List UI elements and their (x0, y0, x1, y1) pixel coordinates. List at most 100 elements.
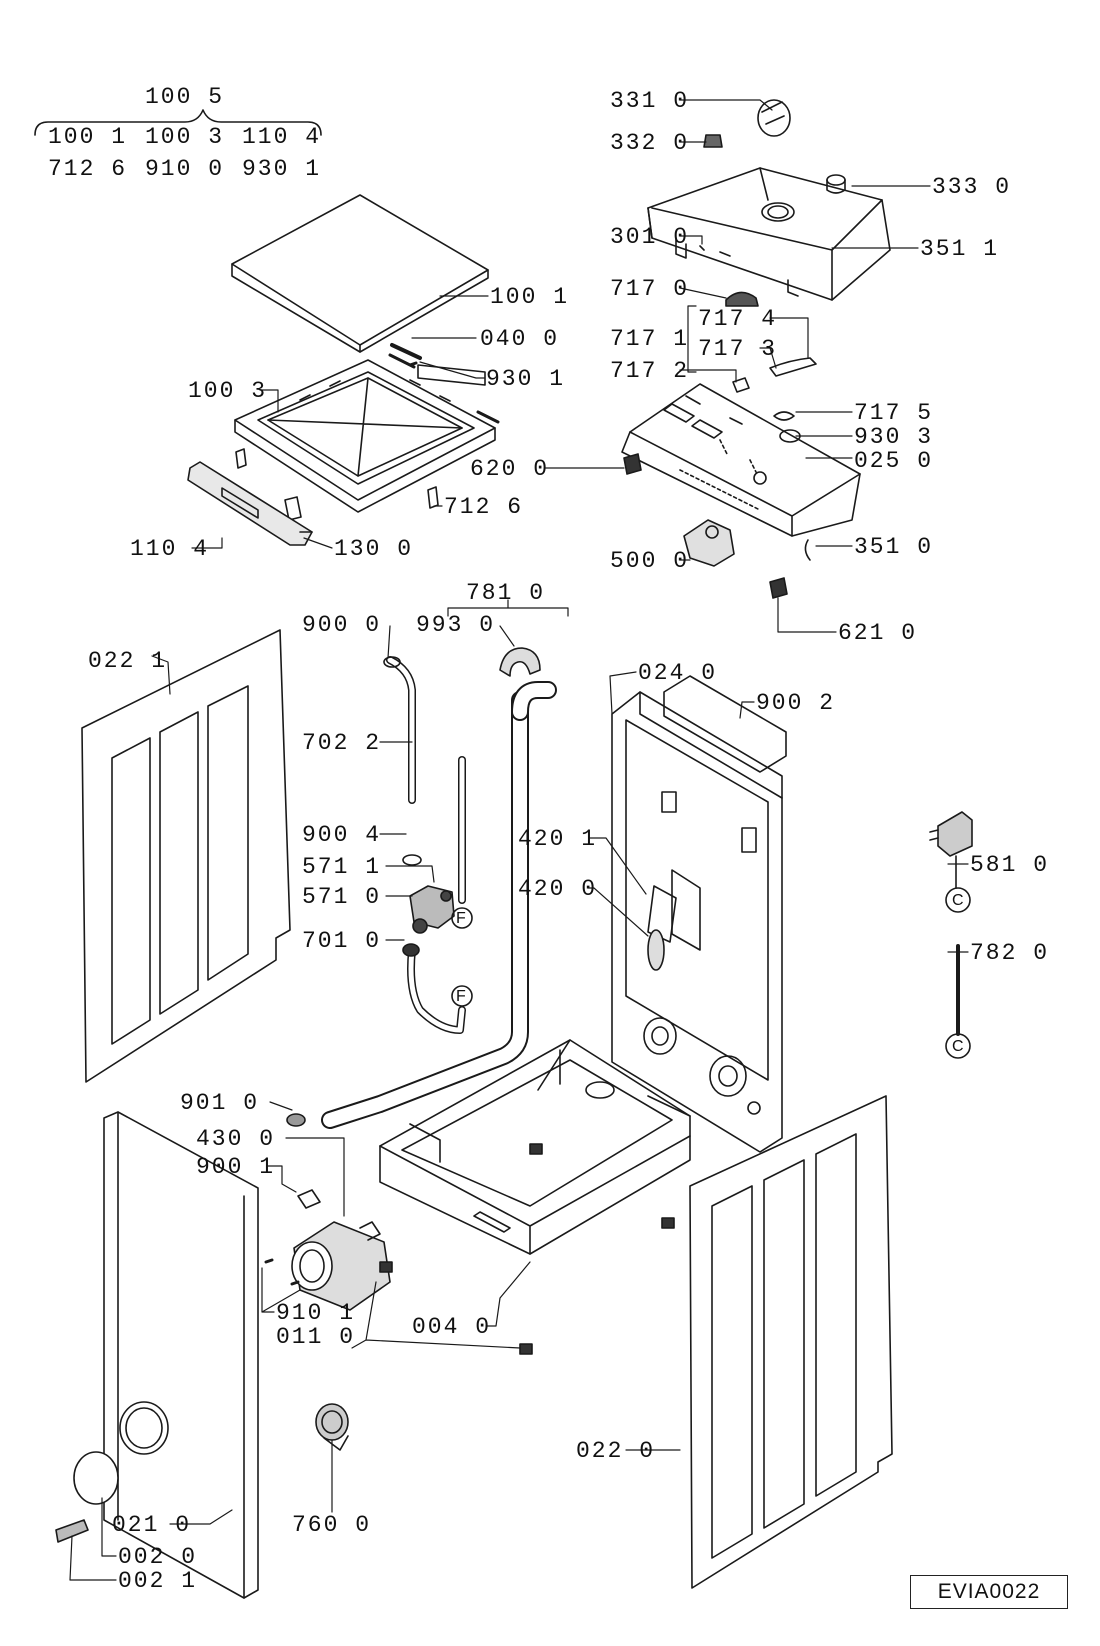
wire-part (804, 539, 811, 561)
pump-seal-part (297, 1189, 321, 1209)
part-label: 571 0 (302, 884, 382, 910)
part-label: 930 1 (486, 366, 566, 392)
latch-part (284, 496, 302, 521)
connector-620-part (623, 453, 642, 475)
label-strip-part (417, 364, 486, 386)
part-label: 011 0 (276, 1324, 356, 1350)
part-label: 420 1 (518, 826, 598, 852)
part-label: 430 0 (196, 1126, 276, 1152)
part-label: 110 4 (130, 536, 210, 562)
screw-part (264, 1258, 300, 1286)
part-label: 301 0 (610, 224, 690, 250)
sensor-part (773, 411, 795, 421)
part-label: 930 3 (854, 424, 934, 450)
mains-plug-part (929, 811, 973, 889)
part-label: 901 0 (180, 1090, 260, 1116)
connector-f-letter: F (456, 910, 466, 927)
drain-pump-part (291, 1221, 391, 1311)
part-label: 024 0 (638, 660, 718, 686)
foot-part (379, 1143, 675, 1355)
connector-f-top (451, 907, 473, 929)
button-333-part (826, 174, 846, 194)
part-label: 717 2 (610, 358, 690, 384)
switch-part (732, 377, 750, 393)
part-label: 571 1 (302, 854, 382, 880)
part-label: 782 0 (970, 940, 1050, 966)
hose-holder-part (499, 647, 541, 677)
part-label: 351 1 (920, 236, 1000, 262)
group-header-row2-col2: 910 0 (145, 156, 225, 182)
gasket-strip-part (390, 343, 422, 360)
connector-f-letter: F (456, 988, 466, 1005)
part-label: 351 0 (854, 534, 934, 560)
part-label: 500 0 (610, 548, 690, 574)
part-label: 900 1 (196, 1154, 276, 1180)
part-label: 100 1 (490, 284, 570, 310)
connector-621-part (769, 577, 788, 599)
ring-900-part (383, 656, 401, 668)
part-label: 712 6 (444, 494, 524, 520)
rear-bracket-part (663, 675, 787, 773)
clip-left-part (235, 448, 247, 469)
part-label: 717 3 (698, 336, 778, 362)
part-label: 040 0 (480, 326, 560, 352)
group-header-top: 100 5 (145, 84, 225, 110)
part-label: 022 0 (576, 1438, 656, 1464)
control-panel-part (647, 167, 891, 301)
motor-capacitor-part (647, 885, 677, 971)
part-label: 331 0 (610, 88, 690, 114)
part-label: 021 0 (112, 1512, 192, 1538)
part-label: 620 0 (470, 456, 550, 482)
bracket-781 (447, 599, 569, 617)
group-header-row2-col3: 930 1 (242, 156, 322, 182)
group-brace (34, 109, 322, 136)
top-cover-part (231, 194, 489, 353)
part-label: 717 5 (854, 400, 934, 426)
part-label: 717 0 (610, 276, 690, 302)
side-panel-right-part (689, 1095, 893, 1589)
connector-701-part (402, 943, 420, 957)
connector-c-letter: C (952, 1038, 964, 1055)
part-label: 002 0 (118, 1544, 198, 1570)
part-label: 004 0 (412, 1314, 492, 1340)
button-part (703, 134, 723, 148)
part-label: 702 2 (302, 730, 382, 756)
part-label: 002 1 (118, 1568, 198, 1594)
valve-part (409, 885, 455, 934)
part-label: 900 0 (302, 612, 382, 638)
connector-c-letter: C (952, 892, 964, 909)
bracket-group-label: 717 1 (610, 326, 690, 352)
connector-f-bottom (451, 985, 473, 1007)
rear-panel-part (611, 691, 783, 1153)
clip-right-part (427, 486, 439, 509)
electronics-tray-part (621, 383, 861, 537)
group-header-row2-col1: 712 6 (48, 156, 128, 182)
part-label: 993 0 (416, 612, 496, 638)
knob-part (757, 99, 791, 137)
diagram-code: EVIA0022 (910, 1575, 1068, 1609)
part-label: 900 2 (756, 690, 836, 716)
bracket-group-label: 781 0 (466, 580, 546, 606)
part-label: 332 0 (610, 130, 690, 156)
top-frame-part (234, 353, 500, 513)
part-label: 025 0 (854, 448, 934, 474)
connector-c-top (945, 887, 971, 913)
part-label: 621 0 (838, 620, 918, 646)
group-header-row1-col1: 100 1 (48, 124, 128, 150)
part-label: 130 0 (334, 536, 414, 562)
group-header-row1-col3: 110 4 (242, 124, 322, 150)
part-label: 701 0 (302, 928, 382, 954)
front-panel-part (103, 1111, 259, 1599)
filter-door-part (73, 1451, 119, 1505)
part-label: 760 0 (292, 1512, 372, 1538)
door-hinge-part (55, 1519, 89, 1543)
front-strip-part (187, 461, 313, 546)
pump-filter-part (315, 1403, 349, 1451)
part-label: 333 0 (932, 174, 1012, 200)
part-label: 581 0 (970, 852, 1050, 878)
group-header-row1-col2: 100 3 (145, 124, 225, 150)
lens-part (725, 291, 759, 307)
capacitor-part (683, 519, 735, 567)
side-panel-left-part (81, 629, 291, 1083)
